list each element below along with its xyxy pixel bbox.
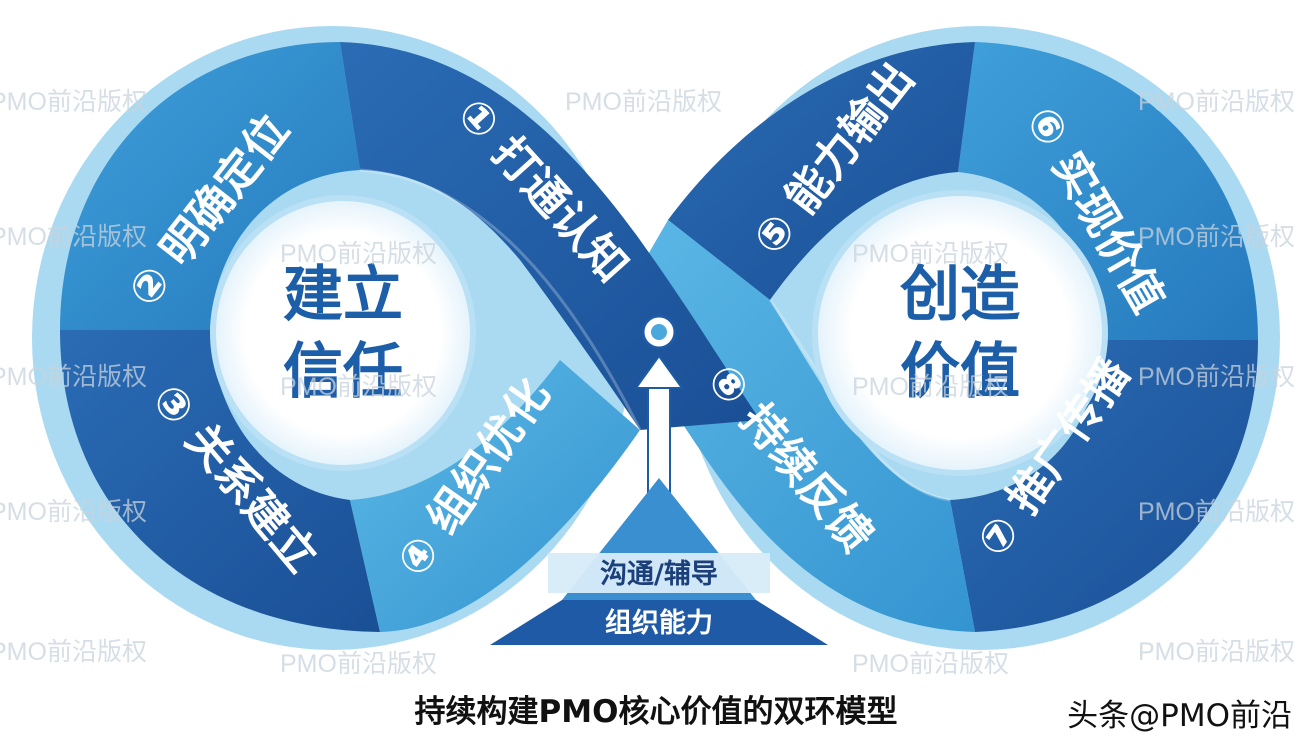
left-center-label-line1: 建立 — [283, 260, 403, 330]
pyramid-bottom-label: 组织能力 — [605, 607, 713, 639]
watermark: PMO前沿版权 — [0, 363, 147, 391]
watermark: PMO前沿版权 — [1138, 88, 1295, 116]
left-center-label-line2: 信任 — [283, 337, 403, 407]
watermark: PMO前沿版权 — [1138, 498, 1295, 526]
watermark: PMO前沿版权 — [852, 373, 1009, 401]
watermark: PMO前沿版权 — [565, 88, 722, 116]
watermarks: PMO前沿版权 PMO前沿版权 PMO前沿版权 PMO前沿版权 PMO前沿版权 … — [0, 88, 1295, 678]
watermark: PMO前沿版权 — [852, 240, 1009, 268]
left-ring — [60, 42, 640, 632]
diagram-caption: 持续构建PMO核心价值的双环模型 — [414, 694, 898, 730]
watermark: PMO前沿版权 — [0, 88, 147, 116]
right-center-label-line2: 价值 — [900, 337, 1020, 407]
segment-4 — [350, 360, 640, 632]
watermark: PMO前沿版权 — [0, 498, 147, 526]
right-ring — [668, 42, 1258, 632]
watermark: PMO前沿版权 — [280, 373, 437, 401]
right-center-hole — [815, 193, 1105, 473]
segment-6 — [958, 42, 1258, 340]
right-center-label-line1: 创造 — [900, 260, 1020, 330]
watermark: PMO前沿版权 — [280, 240, 437, 268]
segment-2 — [60, 42, 360, 330]
watermark: PMO前沿版权 — [0, 223, 147, 251]
segment-7 — [950, 340, 1258, 632]
pyramid-top-label: 沟通/辅导 — [600, 559, 718, 590]
watermark: PMO前沿版权 — [0, 638, 147, 666]
watermark: PMO前沿版权 — [852, 650, 1009, 678]
source-credit: 头条@PMO前沿 — [1067, 698, 1292, 734]
watermark: PMO前沿版权 — [1138, 638, 1295, 666]
left-center-hole — [213, 198, 473, 468]
watermark: PMO前沿版权 — [1138, 223, 1295, 251]
segment-3 — [60, 330, 380, 632]
watermark: PMO前沿版权 — [280, 650, 437, 678]
watermark: PMO前沿版权 — [1138, 363, 1295, 391]
pyramid: 沟通/辅导 组织能力 — [490, 478, 828, 645]
segment-8 — [610, 220, 975, 632]
segment-5 — [668, 42, 975, 300]
